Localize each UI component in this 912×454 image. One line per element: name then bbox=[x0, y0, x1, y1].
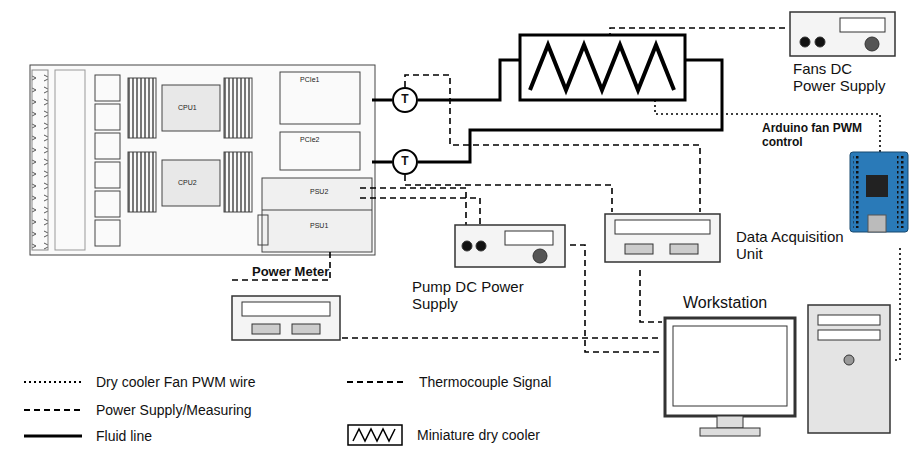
part-label: PSU2 bbox=[310, 188, 328, 195]
legend-text: Thermocouple Signal bbox=[419, 374, 551, 390]
pump-power-supply bbox=[455, 225, 565, 267]
signal-wire bbox=[405, 75, 700, 212]
legend-item: Power Supply/Measuring bbox=[22, 402, 252, 418]
sensor-symbol: T bbox=[401, 93, 408, 107]
device-node: Data Acquisition Unit bbox=[603, 212, 865, 270]
signal-wire bbox=[894, 248, 900, 360]
legend-item: Miniature dry cooler bbox=[345, 422, 540, 448]
device-label: Data Acquisition Unit bbox=[736, 228, 854, 263]
fans-power-supply bbox=[790, 12, 895, 56]
power-meter-device bbox=[232, 296, 340, 340]
server bbox=[30, 65, 375, 255]
sensor-symbol: T bbox=[401, 155, 408, 169]
legend-sample bbox=[345, 374, 407, 390]
data-acquisition-unit bbox=[605, 214, 720, 262]
sensor-circle: T bbox=[392, 87, 418, 113]
legend-text: Miniature dry cooler bbox=[417, 427, 540, 443]
signal-wire bbox=[570, 245, 662, 352]
part-label: PSU1 bbox=[310, 222, 328, 229]
workstation-computer bbox=[665, 305, 890, 436]
wire bbox=[230, 28, 880, 280]
signal-wire bbox=[640, 270, 662, 322]
part-label: CPU1 bbox=[178, 104, 197, 111]
device-label: Pump DC Power Supply bbox=[412, 278, 562, 313]
device-label: Fans DC Power Supply bbox=[793, 60, 898, 95]
legend-item: Dry cooler Fan PWM wire bbox=[22, 374, 255, 390]
part-label: CPU2 bbox=[178, 179, 197, 186]
part-label: PCIe2 bbox=[300, 136, 319, 143]
legend-text: Power Supply/Measuring bbox=[96, 402, 252, 418]
legend-text: Dry cooler Fan PWM wire bbox=[96, 374, 255, 390]
device-label: Power Meter bbox=[252, 265, 347, 280]
device-node: Pump DC Power Supply bbox=[410, 222, 570, 322]
device-node: Power Meter bbox=[230, 265, 342, 343]
legend-sample bbox=[22, 374, 84, 390]
legend-sample bbox=[345, 422, 405, 448]
legend-text: Fluid line bbox=[96, 428, 152, 444]
device-label: Arduino fan PWM control bbox=[762, 122, 872, 150]
legend-item: Fluid line bbox=[22, 428, 152, 444]
sensor-circle: T bbox=[392, 149, 418, 175]
dry-cooler bbox=[520, 35, 685, 100]
signal-wire bbox=[342, 337, 662, 339]
legend-sample bbox=[22, 428, 84, 444]
legend-item: Thermocouple Signal bbox=[345, 374, 551, 390]
signal-wire bbox=[405, 175, 612, 212]
device-node: Workstation bbox=[662, 294, 894, 444]
device-node: Fans DC Power Supply bbox=[785, 10, 900, 102]
arduino-board bbox=[850, 152, 908, 232]
part-label: PCIe1 bbox=[300, 76, 319, 83]
device-label: Workstation bbox=[683, 294, 823, 312]
legend-sample bbox=[22, 402, 84, 418]
